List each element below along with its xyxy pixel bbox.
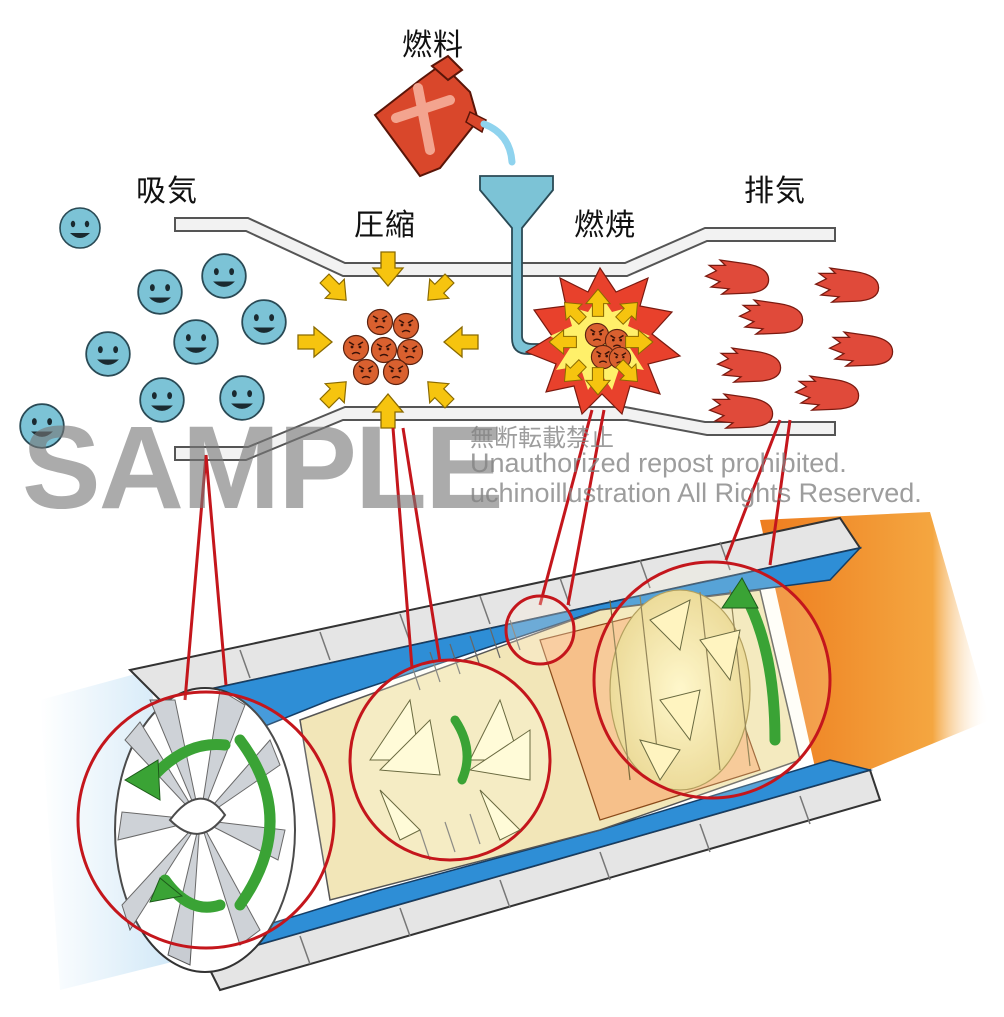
watermark-sample: SAMPLE bbox=[22, 400, 502, 536]
exhaust-flames bbox=[706, 260, 893, 428]
watermark-line-2: Unauthorized repost prohibited. bbox=[470, 448, 847, 479]
label-compression: 圧縮 bbox=[354, 200, 416, 244]
label-combustion: 燃焼 bbox=[574, 200, 636, 244]
explosion-icon bbox=[526, 268, 680, 414]
label-intake: 吸気 bbox=[136, 166, 198, 210]
compressed-air-molecules bbox=[344, 310, 423, 385]
label-exhaust: 排気 bbox=[744, 166, 806, 210]
watermark-line-3: uchinoillustration All Rights Reserved. bbox=[470, 478, 922, 509]
label-fuel: 燃料 bbox=[402, 20, 464, 64]
fuel-can-icon bbox=[375, 56, 512, 176]
